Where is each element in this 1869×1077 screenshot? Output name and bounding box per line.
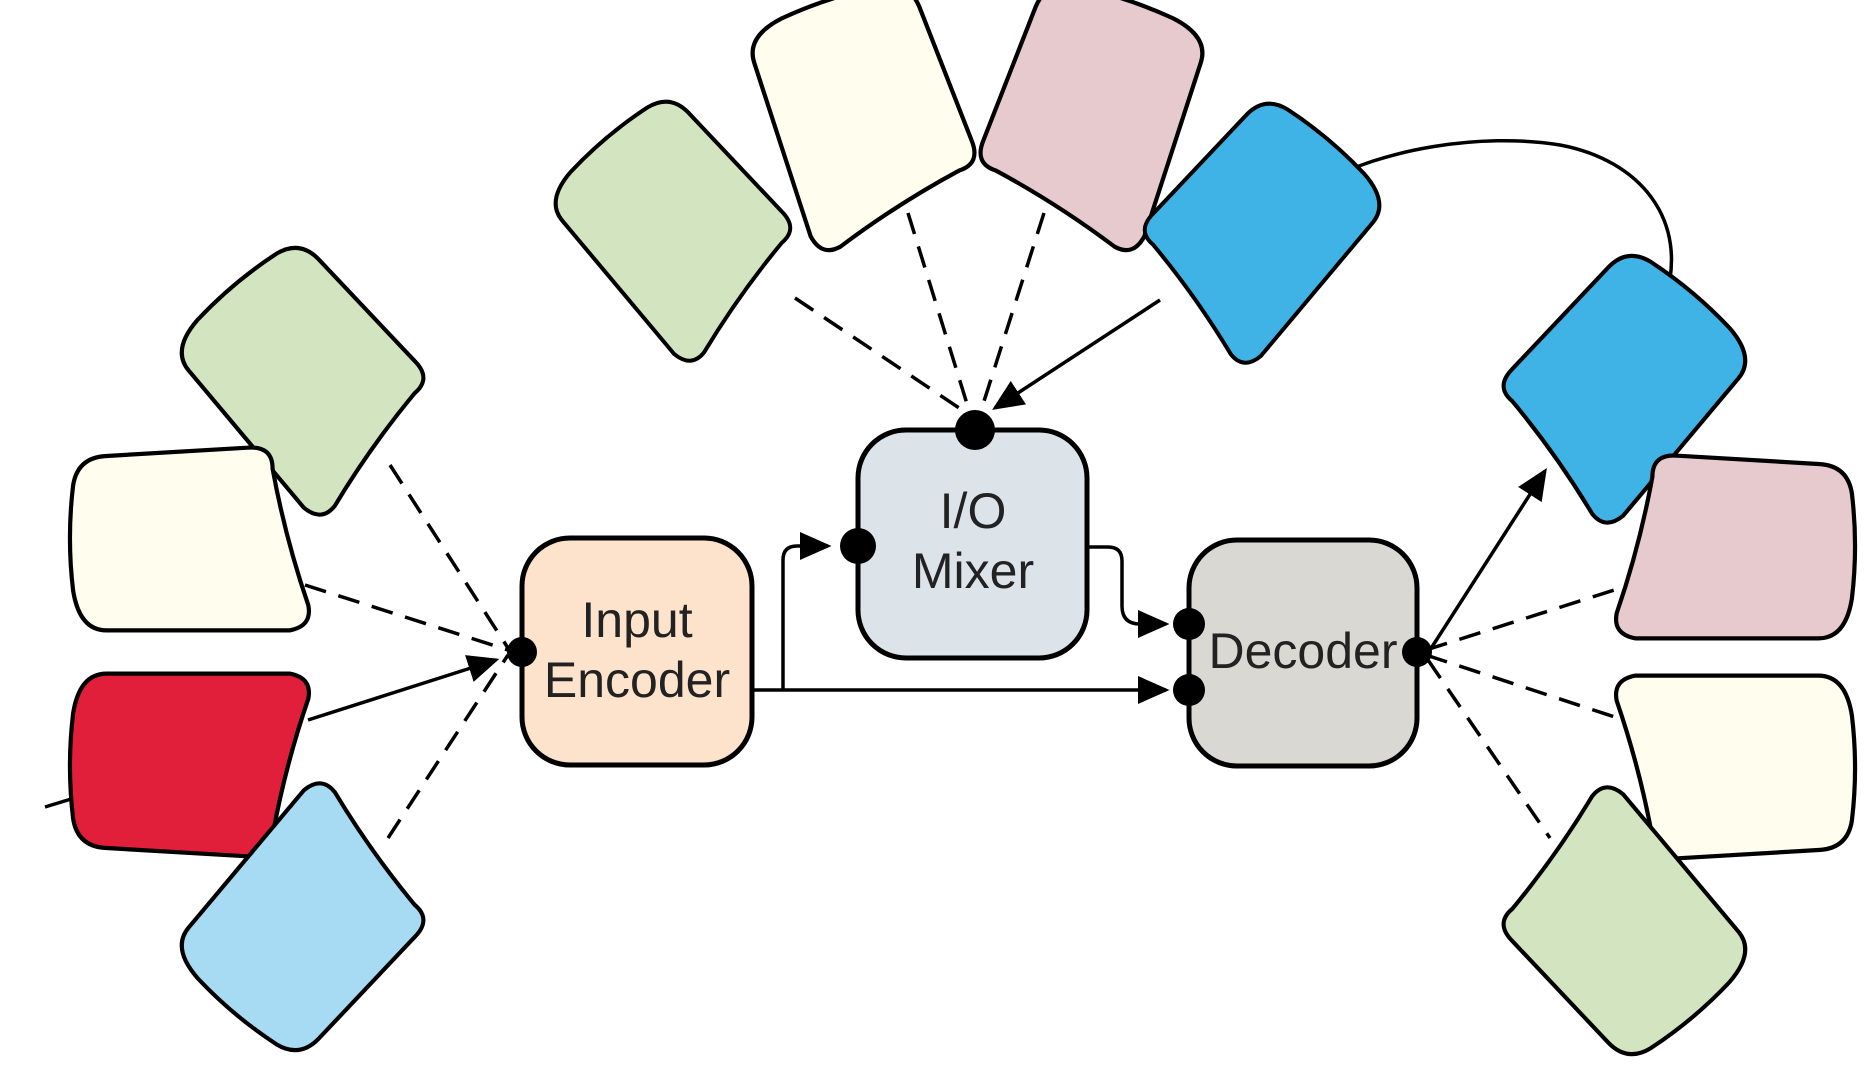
ports: [507, 410, 1432, 706]
encoder-to-mixer-connector: [781, 532, 832, 690]
connections: [44, 139, 1674, 839]
decoder-module: Decoder: [1186, 537, 1420, 769]
connector-decoder-to-right-green: [1426, 659, 1552, 839]
encoder-input-port: [507, 637, 537, 667]
connector-decoder-to-right-blue: [1428, 468, 1547, 651]
petal-right-pink: [1616, 456, 1855, 639]
decoder-input-port-upper: [1173, 608, 1205, 640]
connector-left-lightblue-to-encoder: [386, 654, 510, 839]
decoder-input-port-lower: [1173, 674, 1205, 706]
input-encoder-label-line2: Encoder: [544, 652, 730, 708]
input-encoder-label-line1: Input: [581, 592, 692, 648]
mixer-to-decoder-connector: [1087, 545, 1170, 638]
mixer-top-port: [955, 410, 995, 450]
petal-left-cream: [70, 448, 309, 631]
decoder-output-port: [1402, 637, 1432, 667]
connector-left-green-to-encoder: [388, 464, 510, 649]
connector-top-green-to-mixer: [794, 296, 975, 420]
mixer-petals: [537, 0, 1398, 373]
connector-decoder-to-right-pink: [1425, 583, 1631, 652]
io-mixer-label-line2: Mixer: [912, 543, 1034, 599]
input-encoder-module: Input Encoder: [519, 535, 755, 768]
feedback-loop-arrow: [1321, 139, 1674, 301]
connector-top-blue-to-mixer: [992, 298, 1161, 410]
connector-decoder-to-right-cream: [1425, 653, 1631, 724]
connector-top-pink-to-mixer: [976, 212, 1046, 421]
connector-left-red-to-encoder: [307, 655, 500, 722]
connector-left-cream-to-encoder: [304, 583, 509, 652]
mixer-left-port: [840, 528, 876, 564]
io-mixer-module: I/O Mixer: [855, 427, 1090, 661]
io-mixer-label-line1: I/O: [940, 483, 1007, 539]
output-petals: [1473, 235, 1855, 1074]
decoder-label: Decoder: [1209, 623, 1398, 679]
input-petals: [70, 227, 454, 1070]
connector-top-cream-to-mixer: [906, 212, 974, 421]
